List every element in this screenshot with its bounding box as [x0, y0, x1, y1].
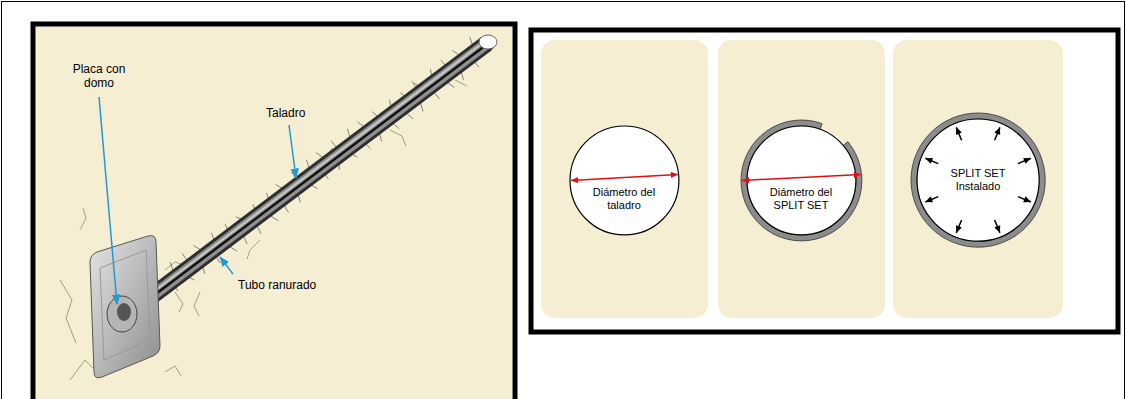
- split-set-ring: [741, 120, 862, 241]
- pressure-arrow: [994, 220, 999, 233]
- pressure-arrow: [956, 127, 961, 140]
- rock-ground: [36, 27, 512, 399]
- drill-hole: [128, 44, 486, 314]
- slotted-tube: [128, 44, 486, 314]
- circle-section: Diámetro del taladro: [570, 126, 679, 235]
- rock-ground: [718, 40, 885, 318]
- arrow-head: [1023, 196, 1031, 202]
- pressure-arrow: [925, 196, 938, 201]
- hole-figure: [570, 126, 679, 235]
- dome-hole: [117, 303, 131, 321]
- pressure-arrow: [1018, 158, 1031, 163]
- tube-end: [479, 35, 497, 49]
- circle-section: Diámetro del SPLIT SET: [747, 126, 856, 235]
- arrow-head: [742, 176, 749, 182]
- rock-ground: [541, 40, 708, 318]
- pressure-arrow: [1018, 196, 1031, 201]
- arrow-head: [1023, 158, 1031, 164]
- arrow-head: [670, 171, 677, 177]
- arrow-head: [571, 176, 578, 182]
- tube-highlight: [128, 42, 484, 311]
- pressure-arrow: [925, 158, 938, 163]
- dimension-text: SPLIT SET Instalado: [941, 167, 1015, 192]
- drill-hole-circle: [917, 119, 1039, 241]
- diameter-line: [571, 174, 678, 180]
- circle-section: SPLIT SET Instalado: [917, 119, 1039, 241]
- diameter-line: [742, 174, 861, 180]
- leader-line: [99, 97, 117, 304]
- arrow-head: [925, 196, 933, 202]
- arrow-head: [956, 127, 962, 135]
- arrow-head: [994, 225, 1000, 233]
- dimension-text: Diámetro del taladro: [587, 186, 661, 211]
- part-label: Taladro: [266, 107, 305, 121]
- part-label: Placa con domo: [66, 63, 132, 91]
- plate-dome: [107, 296, 137, 332]
- rock-ground: [893, 40, 1063, 318]
- leader-line: [289, 125, 296, 178]
- plate-emboss: [100, 250, 150, 360]
- drill-hole-circle: [570, 126, 679, 235]
- pressure-arrow: [956, 220, 961, 233]
- rock-cracks: [60, 80, 467, 380]
- part-label: Tubo ranurado: [238, 279, 316, 293]
- hole-figure: [747, 126, 856, 235]
- panel-border: [33, 24, 515, 399]
- drill-hole-circle: [747, 126, 856, 235]
- split-set-ring: [911, 113, 1045, 247]
- bearing-plate: [90, 236, 160, 378]
- pressure-arrow: [994, 127, 999, 140]
- panel-border: [531, 30, 1118, 332]
- arrow-head: [925, 158, 933, 164]
- leader-line: [220, 257, 233, 274]
- arrow-head: [994, 127, 1000, 135]
- arrow-head: [853, 171, 860, 177]
- dimension-text: Diámetro del SPLIT SET: [764, 186, 838, 211]
- arrow-head: [956, 225, 962, 233]
- tube-slot: [128, 45, 486, 315]
